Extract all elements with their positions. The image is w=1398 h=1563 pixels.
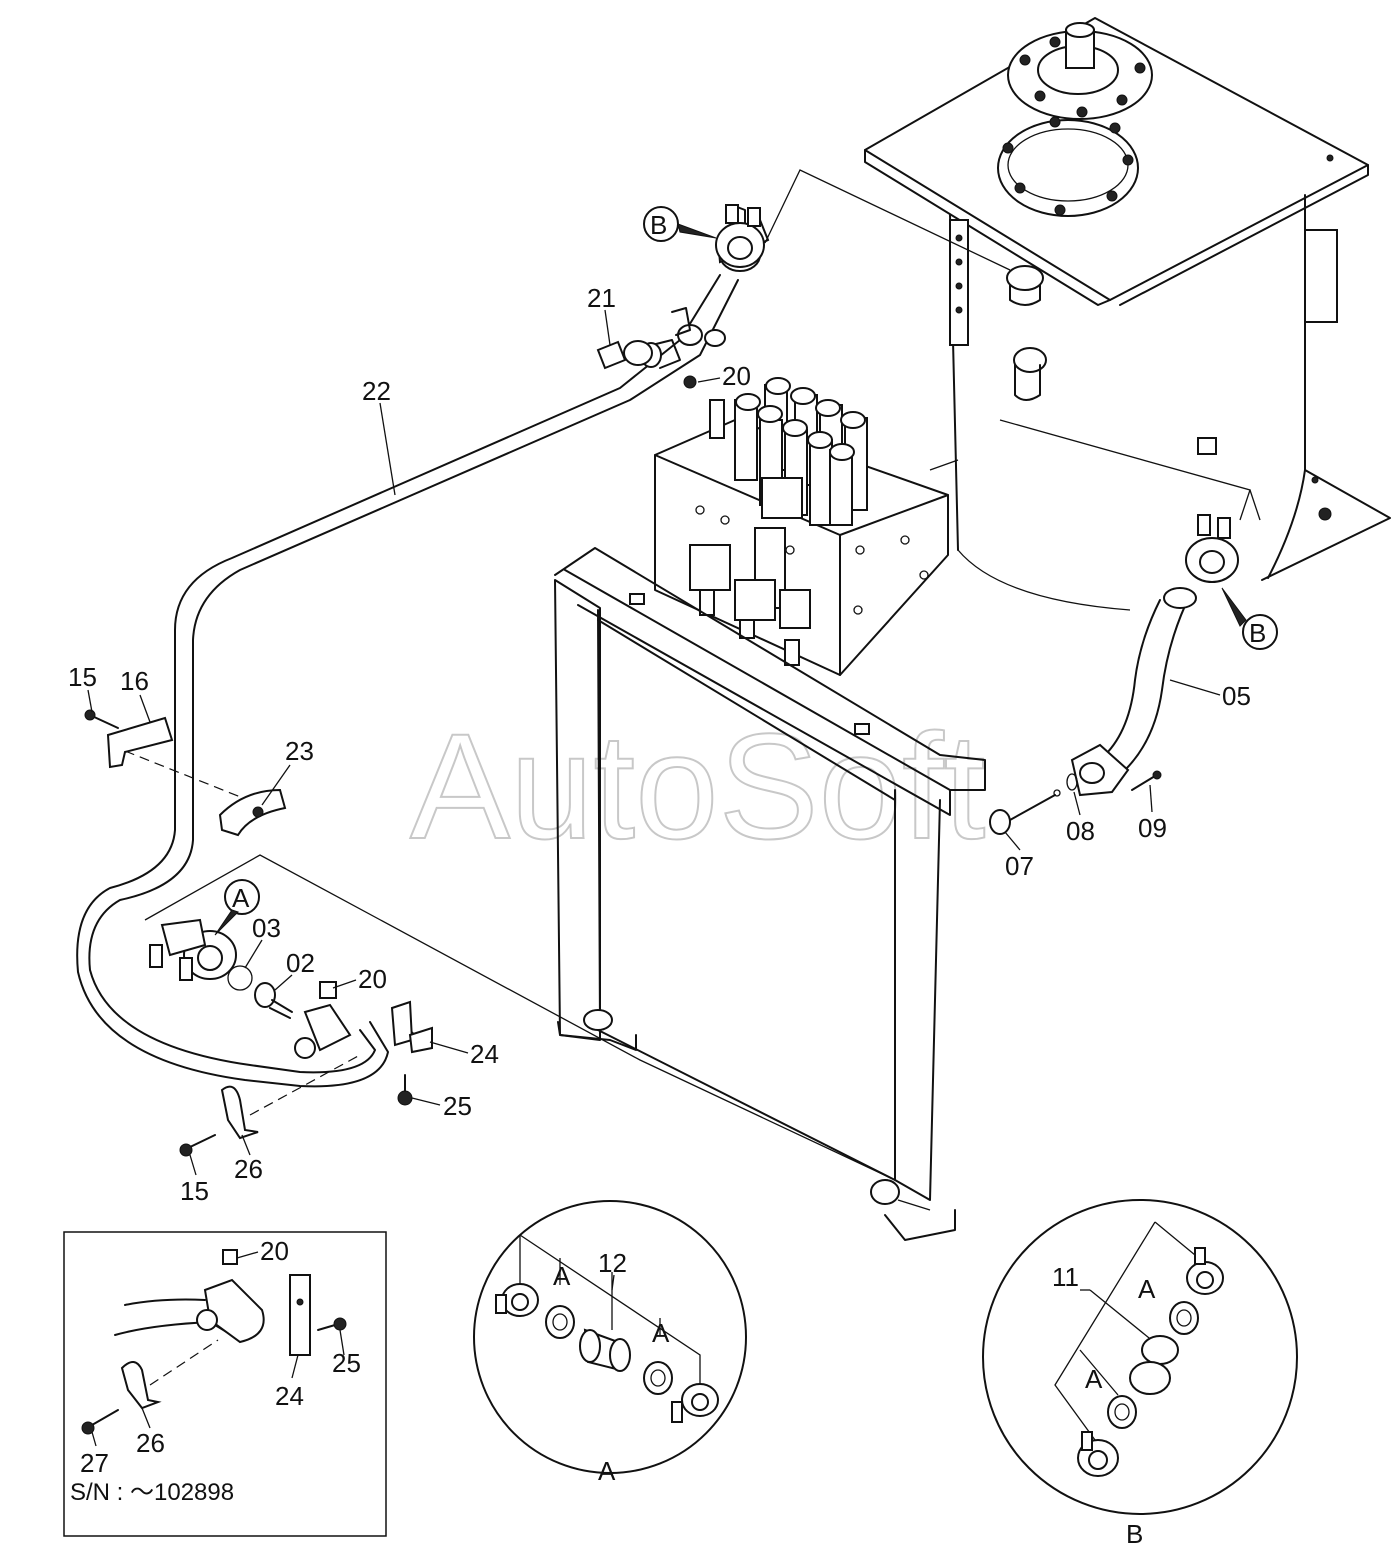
sleeve-a-right	[643, 1361, 673, 1395]
view-marker-a-upper: A	[214, 879, 260, 936]
bolt-25	[397, 1074, 413, 1106]
callout-08: 08	[1066, 816, 1095, 846]
clamp-b-right	[1185, 514, 1239, 583]
callout-02: 02	[286, 948, 315, 978]
callout-11: 11	[1052, 1262, 1079, 1292]
callout-05: 05	[1222, 681, 1251, 711]
callout-15-upper: 15	[68, 662, 97, 692]
clamp-b-bottom	[1077, 1431, 1119, 1477]
detail-view-b: A A B	[982, 1199, 1298, 1549]
sleeve-b-bottom	[1107, 1395, 1137, 1429]
callout-22: 22	[362, 376, 391, 406]
hydraulic-tank	[864, 17, 1391, 611]
callout-16: 16	[120, 666, 149, 696]
hose-05	[1070, 587, 1197, 797]
oil-cooler	[554, 547, 986, 1241]
clamp-b-top	[1186, 1247, 1224, 1295]
sleeve-a-left	[545, 1305, 575, 1339]
label-b-a-upper: A	[1138, 1274, 1156, 1304]
bolt-15-lower	[179, 1134, 216, 1157]
svg-text:B: B	[650, 210, 667, 240]
svg-text:A: A	[232, 883, 250, 913]
label-b-a-lower: A	[1085, 1364, 1103, 1394]
clamp-a-upper	[149, 918, 237, 981]
clip-26	[220, 1085, 259, 1140]
callout-20-inset: 20	[260, 1236, 289, 1266]
fitting-11	[1129, 1335, 1179, 1395]
callout-labels: 21 20 22 15 16 23 05 07 08 09 03 02 20 2…	[68, 283, 1251, 1478]
callout-26-inset: 26	[136, 1428, 165, 1458]
callout-21: 21	[587, 283, 616, 313]
detail-view-a: A A A	[473, 1200, 747, 1486]
clamp-a-left	[495, 1283, 539, 1317]
serial-number-inset: S/N : ～102898	[63, 1231, 387, 1537]
elbow-20	[294, 981, 352, 1059]
sleeve-b-top	[1169, 1301, 1199, 1335]
pipe-22	[76, 204, 770, 1088]
bolt-07	[989, 789, 1061, 835]
view-marker-b-right: B	[1221, 587, 1278, 650]
callout-23: 23	[285, 736, 314, 766]
ring-03	[227, 965, 253, 991]
nut-20-upper	[683, 375, 697, 389]
callout-12: 12	[598, 1248, 627, 1278]
callout-24-inset: 24	[275, 1381, 304, 1411]
bracket-16	[106, 716, 174, 769]
fitting-12	[579, 1328, 631, 1372]
serial-number-note: S/N : ～102898	[70, 1479, 234, 1506]
callout-07: 07	[1005, 851, 1034, 881]
bracket-24	[390, 1000, 433, 1054]
clamp-b-upper	[715, 204, 765, 268]
bolt-15-upper	[84, 709, 119, 729]
clamp-a-right	[671, 1383, 719, 1423]
detail-title-b: B	[1126, 1519, 1143, 1549]
watermark: AutoSoft	[410, 702, 985, 870]
callout-leaders	[87, 309, 1221, 1447]
callout-25-inset: 25	[332, 1348, 361, 1378]
callout-27: 27	[80, 1448, 109, 1478]
control-valve-block	[654, 377, 949, 676]
view-marker-b-upper: B	[643, 206, 717, 242]
callout-03: 03	[252, 913, 281, 943]
callout-25: 25	[443, 1091, 472, 1121]
callout-20-upper: 20	[722, 361, 751, 391]
callout-09: 09	[1138, 813, 1167, 843]
sensor-02	[254, 982, 293, 1019]
callout-26: 26	[234, 1154, 263, 1184]
plug-21	[596, 340, 653, 370]
label-a-right: A	[652, 1318, 670, 1348]
detail-title-a: A	[598, 1456, 616, 1486]
svg-text:B: B	[1249, 618, 1266, 648]
o-ring-08	[1066, 773, 1078, 791]
callout-20-mid: 20	[358, 964, 387, 994]
bolt-09	[1131, 770, 1162, 791]
callout-15-lower: 15	[180, 1176, 209, 1206]
label-a-left: A	[553, 1261, 571, 1291]
callout-24: 24	[470, 1039, 499, 1069]
clamp-23	[218, 788, 287, 837]
